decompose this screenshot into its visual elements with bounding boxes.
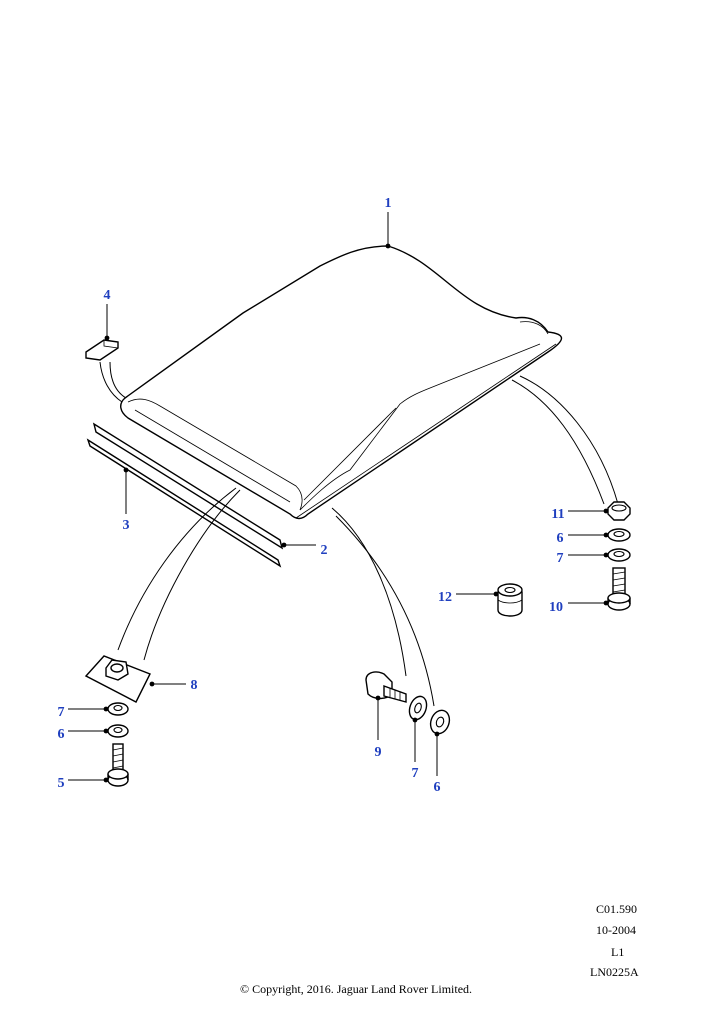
- washer-6-left: [107, 724, 129, 738]
- callout-6b: 6: [557, 531, 564, 546]
- callout-7a: 7: [58, 705, 65, 720]
- callout-7c: 7: [412, 766, 419, 781]
- callout-5: 5: [58, 776, 65, 791]
- seal-strip-2: [92, 422, 284, 550]
- callout-3: 3: [123, 518, 130, 533]
- callout-2: 2: [321, 543, 328, 558]
- copyright-notice: © Copyright, 2016. Jaguar Land Rover Lim…: [239, 982, 473, 996]
- reference-code: C01.590: [596, 902, 638, 916]
- washer-6-mid: [429, 709, 451, 735]
- callout-12: 12: [438, 590, 452, 605]
- callout-6a: 6: [58, 727, 65, 742]
- callout-10: 10: [549, 600, 563, 615]
- illustration-id: LN0225A: [590, 965, 639, 979]
- bolt-5: [107, 743, 129, 787]
- nut-11: [607, 501, 631, 521]
- grommet-12: [497, 583, 523, 617]
- reference-date: 10-2004: [596, 923, 636, 937]
- reference-level: L1: [611, 945, 625, 959]
- seal-strip-3: [86, 438, 282, 568]
- callout-11: 11: [551, 507, 564, 522]
- callout-8: 8: [191, 678, 198, 693]
- nut-plate-8: [84, 655, 151, 703]
- callout-leaders: [68, 212, 609, 783]
- pad-4: [85, 339, 119, 361]
- bolt-10: [607, 567, 631, 611]
- bolt-9: [365, 671, 407, 703]
- callout-1: 1: [385, 196, 392, 211]
- callout-6c: 6: [434, 780, 441, 795]
- roof-panel: [120, 245, 563, 520]
- callout-4: 4: [104, 288, 111, 303]
- washer-7-mid: [408, 695, 428, 721]
- callout-7b: 7: [557, 551, 564, 566]
- washer-6-right: [607, 528, 631, 542]
- callout-9: 9: [375, 745, 382, 760]
- washer-7-right: [607, 548, 631, 562]
- washer-7-left: [107, 702, 129, 716]
- callout-labels: 1 2 3 4 5 6 6 6 7 7 7 8 9 10 11 12: [58, 196, 565, 795]
